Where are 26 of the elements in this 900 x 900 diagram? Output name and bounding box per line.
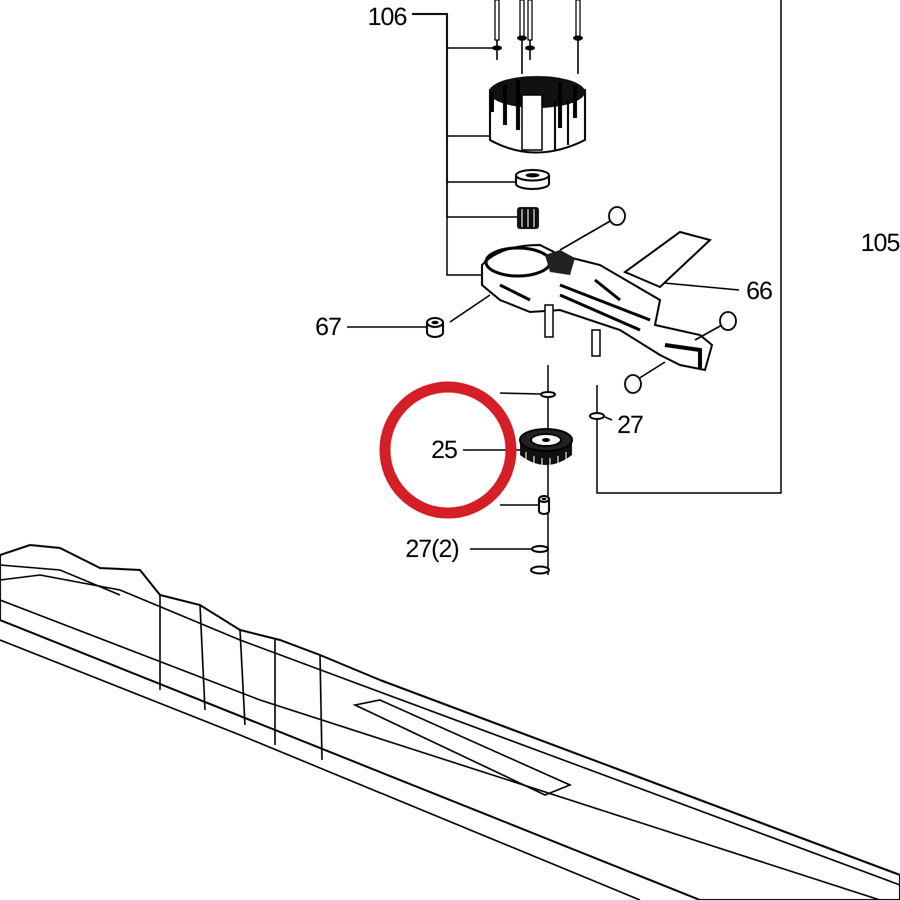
leader-line xyxy=(470,548,531,550)
bushing xyxy=(538,495,550,515)
leader-line xyxy=(500,392,540,395)
callout-number: 66 xyxy=(740,276,778,306)
part-drawing xyxy=(489,76,586,154)
callout-number: 106 xyxy=(362,2,412,32)
leader-line xyxy=(596,0,782,494)
callout-number: 67 xyxy=(309,312,347,342)
callout-number: 27 xyxy=(612,410,648,440)
part-drawing xyxy=(492,0,583,74)
leader-line xyxy=(604,416,612,421)
leader-line xyxy=(412,13,482,276)
washer-ring xyxy=(589,412,605,420)
bushing xyxy=(515,169,550,190)
bushing xyxy=(426,317,444,338)
callout-number: 27(2) xyxy=(394,534,470,564)
washer-ring xyxy=(531,545,549,553)
part-drawing xyxy=(517,207,539,229)
washer-ring xyxy=(540,391,556,398)
callout-number: 105 xyxy=(860,228,900,258)
callout-number: 25 xyxy=(425,435,463,465)
leader-line xyxy=(347,326,426,328)
leader-line xyxy=(500,504,538,506)
leader-line xyxy=(664,282,740,291)
part-drawing xyxy=(519,428,573,468)
part-drawing xyxy=(622,230,712,288)
